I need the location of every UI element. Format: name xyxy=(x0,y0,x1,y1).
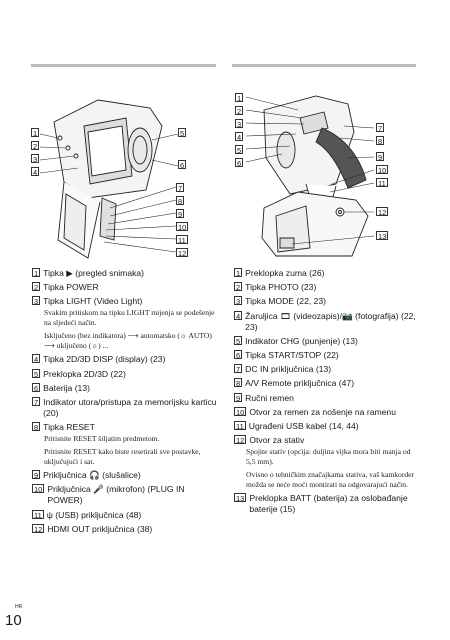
page-number: 10 xyxy=(5,612,22,629)
note-text: Pritisnite RESET šiljatim predmetom. xyxy=(44,434,160,444)
callout-box: 9 xyxy=(176,209,185,219)
right-header-rule xyxy=(232,64,416,67)
note-text: Svakim pritiskom na tipku LIGHT mijenja … xyxy=(44,308,215,328)
callout-box: 3 xyxy=(235,119,244,129)
callout-box: 5 xyxy=(235,145,244,155)
callout-box: 12 xyxy=(376,207,389,217)
callout-box: 1 xyxy=(235,93,244,103)
callout-box: 8 xyxy=(176,196,185,206)
page-language-code: HR xyxy=(15,604,23,610)
callout-box: 7 xyxy=(176,183,185,193)
callout-box: 10 xyxy=(176,222,189,232)
callout-box: 6 xyxy=(178,160,187,170)
callout-box: 3 xyxy=(31,154,40,164)
left-header-rule xyxy=(31,64,216,67)
callout-box: 10 xyxy=(376,165,389,175)
callout-box: 6 xyxy=(235,158,244,168)
callout-box: 1 xyxy=(31,128,40,138)
callout-box: 5 xyxy=(178,128,187,138)
callout-box: 7 xyxy=(376,123,385,133)
note-text: Ovisno o tehničkim značajkama stativa, v… xyxy=(246,470,415,490)
callout-box: 2 xyxy=(235,106,244,116)
callout-box: 4 xyxy=(31,167,40,177)
note-text: Pritisnite RESET kako biste resetirali s… xyxy=(44,447,201,467)
callout-box: 11 xyxy=(176,235,188,245)
callout-box: 12 xyxy=(176,248,189,258)
callout-box: 13 xyxy=(376,231,389,241)
callout-box: 2 xyxy=(31,141,40,151)
callout-box: 11 xyxy=(376,178,388,188)
callout-box: 8 xyxy=(376,136,385,146)
camcorder-left-illustration xyxy=(39,99,179,259)
callout-box: 9 xyxy=(376,152,385,162)
note-text: Spojite stativ (opcija: duljina vijka mo… xyxy=(246,447,411,467)
note-text: Isključeno (bez indikatora) ⟶ automatsko… xyxy=(44,331,212,351)
callout-box: 4 xyxy=(235,132,244,142)
camcorder-right-illustration xyxy=(245,95,375,257)
